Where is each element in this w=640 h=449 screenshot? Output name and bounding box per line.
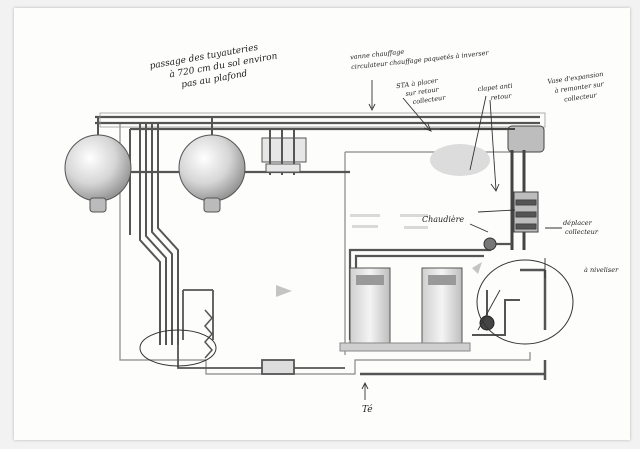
- note-deplacer-line2: collecteur: [565, 228, 599, 236]
- note-clapet-line1: clapet anti: [477, 82, 513, 94]
- note-clapet-line2: retour: [490, 92, 512, 102]
- note-clapet: clapet anti retour: [477, 82, 513, 102]
- return-pipe: [360, 268, 547, 380]
- note-deplacer: déplacer collecteur: [563, 219, 599, 236]
- pipe-rack: [99, 112, 546, 128]
- riser-bundle: [129, 123, 179, 345]
- circulator-pump: [483, 237, 497, 251]
- center-hatching: [350, 214, 428, 229]
- boiler-right: [421, 267, 463, 344]
- note-passage: passage des tuyauteries à 720 cm du sol …: [149, 43, 279, 91]
- note-deplacer-line1: déplacer: [563, 219, 593, 227]
- note-nivelliser: à niveliser: [584, 266, 619, 274]
- boiler-base: [339, 342, 471, 352]
- boiler-left: [349, 267, 391, 344]
- flow-arrows: [276, 262, 482, 297]
- note-sonde: STA à placer sur retour collecteur: [396, 76, 447, 106]
- note-chaudiere: Chaudière: [422, 215, 464, 224]
- pump-assembly: [440, 125, 545, 250]
- manifold-valves: [261, 130, 307, 175]
- note-vanne: vanne chauffage circulateur chauffage pa…: [350, 48, 490, 72]
- collector-shadow: [430, 144, 490, 176]
- highlight-circles: [139, 259, 574, 367]
- expansion-tank-right: [178, 117, 246, 213]
- floor-pipe: [177, 289, 345, 375]
- expansion-tank-left: [64, 117, 132, 213]
- flex-hose: [204, 309, 213, 359]
- note-te: Té: [362, 404, 373, 415]
- note-vase: Vase d'expansion à remonter sur collecte…: [547, 70, 605, 104]
- annotation-arrows: [361, 80, 562, 400]
